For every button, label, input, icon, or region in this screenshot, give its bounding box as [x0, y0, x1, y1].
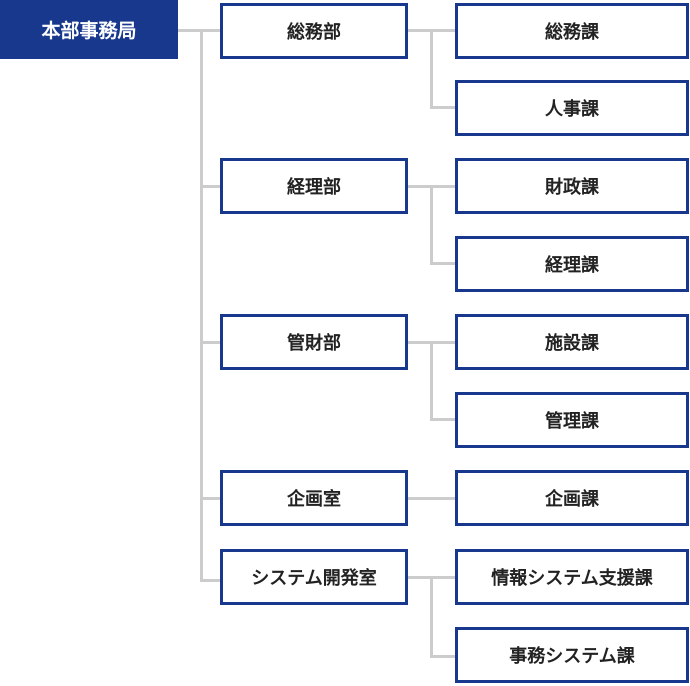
section-management: 管理課	[455, 392, 689, 448]
trunk-line	[200, 29, 203, 582]
branch-dept-4	[200, 497, 220, 500]
root-headquarters-box: 本部事務局	[0, 0, 178, 59]
section-accounting: 経理課	[455, 236, 689, 292]
dept-property-management: 管財部	[220, 314, 408, 370]
section-information-system-support: 情報システム支援課	[455, 549, 689, 605]
branch-dept-1	[200, 29, 220, 32]
dept-2-subtrunk	[430, 185, 433, 265]
dept-1-subtrunk	[430, 29, 433, 109]
dept-3-subtrunk	[430, 341, 433, 421]
section-administrative-systems: 事務システム課	[455, 627, 689, 683]
dept-general-affairs: 総務部	[220, 3, 408, 59]
dept-2-branch-2	[430, 262, 455, 265]
dept-4-connector	[408, 497, 455, 500]
section-finance: 財政課	[455, 158, 689, 214]
branch-dept-3	[200, 341, 220, 344]
section-planning: 企画課	[455, 470, 689, 526]
dept-system-development-office: システム開発室	[220, 549, 408, 605]
dept-3-branch-2	[430, 418, 455, 421]
dept-5-branch-2	[430, 655, 455, 658]
section-facilities: 施設課	[455, 314, 689, 370]
section-general-affairs: 総務課	[455, 3, 689, 59]
dept-1-branch-2	[430, 106, 455, 109]
branch-dept-2	[200, 185, 220, 188]
dept-accounting: 経理部	[220, 158, 408, 214]
branch-dept-5	[200, 579, 220, 582]
dept-planning-office: 企画室	[220, 470, 408, 526]
dept-5-subtrunk	[430, 576, 433, 658]
section-personnel: 人事課	[455, 80, 689, 136]
root-connector	[178, 29, 200, 32]
